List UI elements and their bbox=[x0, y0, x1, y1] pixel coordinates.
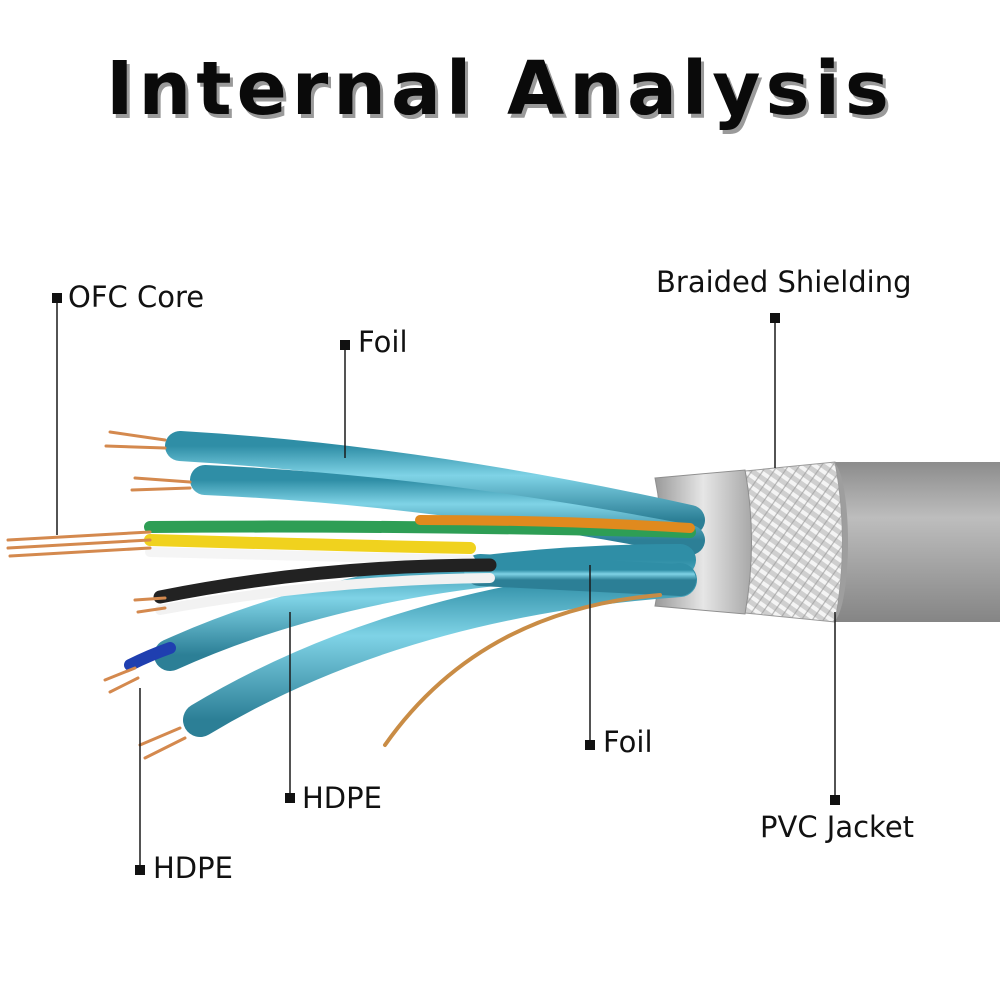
wire-yellow bbox=[144, 534, 476, 554]
copper-strands bbox=[6, 430, 192, 760]
leader-lines bbox=[56, 298, 836, 870]
wire-green bbox=[144, 520, 696, 538]
leader-markers bbox=[52, 293, 840, 875]
label-foil-bottom: Foil bbox=[603, 725, 653, 759]
label-braided-shielding: Braided Shielding bbox=[656, 265, 912, 299]
foil-tube-1 bbox=[165, 431, 705, 535]
wire-blue bbox=[124, 642, 176, 671]
label-hdpe-mid: HDPE bbox=[302, 781, 382, 815]
label-pvc-jacket: PVC Jacket bbox=[760, 810, 915, 844]
page-title: Internal Analysis bbox=[106, 46, 894, 132]
label-hdpe-low: HDPE bbox=[153, 851, 233, 885]
pvc-jacket-body bbox=[830, 462, 1000, 622]
label-foil-top: Foil bbox=[358, 325, 408, 359]
conductor-bundle bbox=[6, 430, 705, 760]
wire-black bbox=[153, 558, 497, 604]
label-ofc-core: OFC Core bbox=[68, 280, 205, 314]
wire-white-2 bbox=[155, 573, 495, 615]
wire-white bbox=[145, 547, 475, 565]
wire-orange bbox=[415, 515, 695, 533]
drain-wire bbox=[383, 593, 662, 747]
foil-tube-5 bbox=[464, 554, 696, 596]
